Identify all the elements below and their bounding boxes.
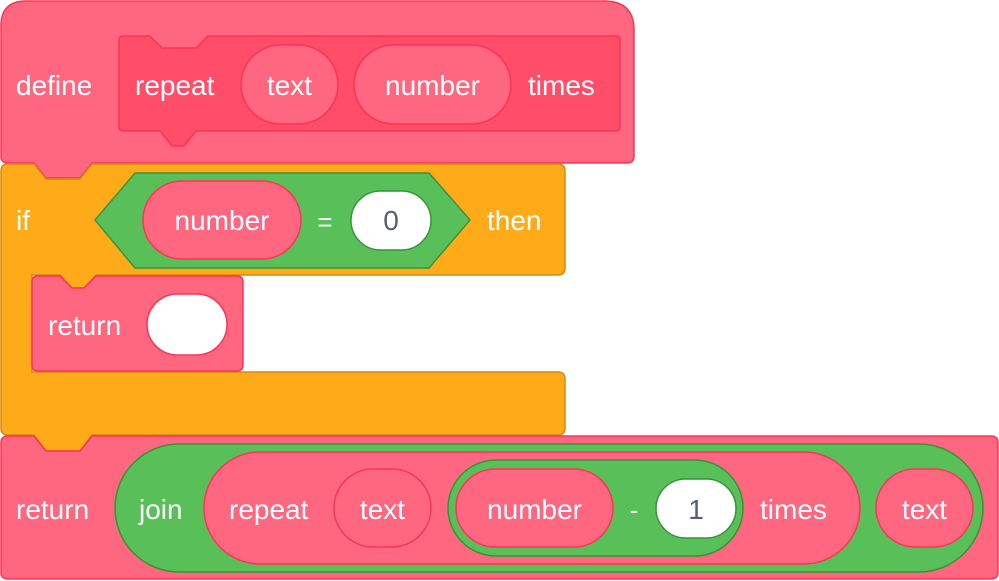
argument-text-label: text (267, 70, 312, 101)
inner-return-block[interactable]: return (31, 275, 244, 372)
then-keyword: then (487, 205, 542, 236)
subtract-value-input[interactable] (655, 478, 737, 539)
procedure-prototype[interactable]: repeat text number times (118, 35, 621, 147)
define-block[interactable]: define repeat text number times (0, 0, 635, 179)
argument-reporter-text[interactable] (240, 44, 339, 125)
repeat-call-word-times: times (760, 494, 827, 525)
subtract-left-label: number (487, 494, 582, 525)
define-keyword: define (16, 70, 92, 101)
call-text-label: text (360, 494, 405, 525)
second-text-reporter[interactable] (875, 468, 974, 548)
join-reporter[interactable]: join repeat text number - 1 times (114, 443, 984, 573)
argument-number-label: number (385, 70, 480, 101)
equals-operator: = (317, 207, 332, 237)
subtract-operator: - (630, 495, 639, 525)
prototype-word-repeat: repeat (135, 70, 215, 101)
final-return-keyword: return (16, 494, 89, 525)
repeat-call-word-repeat: repeat (229, 494, 309, 525)
text-reporter[interactable] (333, 468, 432, 548)
prototype-word-times: times (528, 70, 595, 101)
condition-value: 0 (383, 205, 399, 236)
repeat-call-reporter[interactable]: repeat text number - 1 times (203, 451, 861, 565)
subtract-value: 1 (688, 494, 704, 525)
if-block[interactable]: if number = 0 then (0, 163, 566, 452)
argument-reporter-number[interactable] (353, 44, 512, 125)
if-keyword: if (16, 205, 30, 236)
equals-condition[interactable]: number = 0 (94, 172, 471, 269)
join-keyword: join (138, 494, 183, 525)
condition-left-label: number (175, 205, 270, 236)
condition-value-input[interactable] (350, 190, 432, 251)
number-reporter[interactable] (142, 180, 302, 260)
final-return-block[interactable]: return join repeat text number - 1 (0, 435, 999, 580)
inner-return-keyword: return (48, 310, 121, 341)
return-value-input[interactable] (146, 293, 228, 356)
number-reporter-sub[interactable] (455, 468, 614, 548)
subtract-reporter[interactable]: number - 1 (447, 459, 744, 557)
join-second-label: text (902, 494, 947, 525)
